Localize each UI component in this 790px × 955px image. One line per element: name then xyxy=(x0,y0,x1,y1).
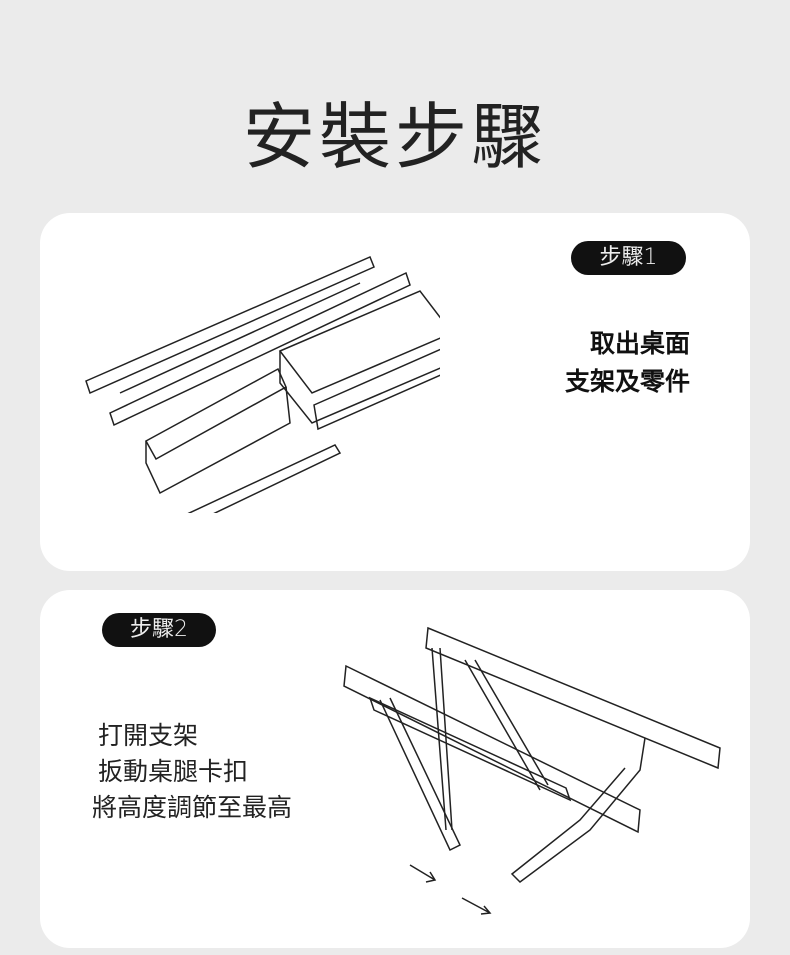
step-2-badge: 步驟2 xyxy=(102,613,216,647)
step-1-line: 支架及零件 xyxy=(564,367,690,396)
step-1-badge: 步驟1 xyxy=(571,241,686,275)
page-title: 安裝步驟 xyxy=(242,95,547,179)
unfold-frame-illustration xyxy=(343,626,721,915)
step-2-instructions: 打開支架 扳動桌腿卡扣 將高度調節至最高 xyxy=(92,718,292,826)
parts-illustration xyxy=(85,256,440,513)
step-1-card: 步驟1 取出桌面 支架及零件 xyxy=(40,213,750,571)
step-2-line: 將高度調節至最高 xyxy=(92,793,293,822)
step-1-line: 取出桌面 xyxy=(589,329,690,358)
step-2-line: 打開支架 xyxy=(98,721,199,750)
step-2-line: 扳動桌腿卡扣 xyxy=(98,757,249,786)
step-1-instructions: 取出桌面 支架及零件 xyxy=(565,325,690,401)
step-2-card: 步驟2 打開支架 扳動桌腿卡扣 將高度調節至最高 xyxy=(40,590,750,948)
